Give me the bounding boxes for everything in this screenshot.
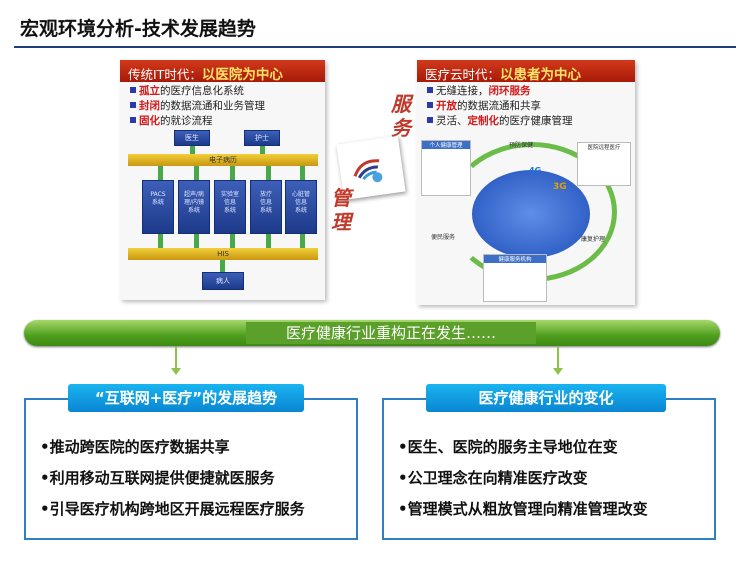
flow-arrow [300, 166, 305, 180]
network-4g-label: 4G [529, 166, 542, 175]
cardiac-system-box: 心脏管 信息 系统 [285, 180, 317, 234]
flow-arrow [194, 234, 199, 248]
cloud-logo-badge [336, 135, 406, 201]
doctor-box: 医生 [174, 130, 210, 146]
left-bullet: 孤立的医疗信息化系统 [130, 84, 265, 99]
service-label: 服务 [391, 92, 411, 140]
list-item: •医生、医院的服务主导地位在变 [398, 438, 618, 456]
flow-arrow [158, 166, 163, 180]
right-header-emphasis: 以患者为中心 [500, 67, 582, 83]
right-bullet: 无缝连接，闭环服务 [427, 84, 573, 99]
hospital-card: 医院远程医疗 [577, 142, 631, 186]
right-bullet: 灵活、定制化的医疗健康管理 [427, 114, 573, 129]
bullet-square-icon [130, 87, 136, 93]
lab-system-box: 实验室 信息 系统 [214, 180, 246, 234]
left-header-emphasis: 以医院为中心 [201, 67, 283, 83]
internet-medical-list: •推动跨医院的医疗数据共享 •利用移动互联网提供便捷就医服务 •引导医疗机构跨地… [40, 432, 305, 525]
left-bullet-list: 孤立的医疗信息化系统 封闭的数据流通和业务管理 固化的就诊流程 [130, 84, 265, 129]
banner-text: 医疗健康行业重构正在发生…… [246, 322, 536, 344]
industry-change-header: 医疗健康行业的变化 [426, 384, 666, 412]
prevention-label: 预防保健 [509, 142, 534, 149]
internet-medical-box [24, 398, 358, 540]
left-connector-line [175, 347, 177, 369]
pacs-system-box: PACS 系统 [142, 180, 174, 234]
nurse-box: 护士 [244, 130, 280, 146]
patient-centric-diagram: 个人健康管理 预防保健 医院远程医疗 4G 3G 便民服务 康复护理 健康服务机… [417, 132, 635, 304]
convenience-label: 便民服务 [431, 234, 456, 241]
bullet-square-icon [427, 87, 433, 93]
list-item: •管理模式从粗放管理向精准管理改变 [398, 500, 648, 518]
emr-bus: 电子病历 [128, 154, 318, 166]
flow-arrow [266, 234, 271, 248]
right-header-prefix: 医疗云时代： [425, 67, 501, 82]
list-item: •公卫理念在向精准医疗改变 [398, 469, 588, 487]
bullet-square-icon [130, 117, 136, 123]
industry-change-box [382, 398, 716, 540]
left-bullet: 封闭的数据流通和业务管理 [130, 99, 265, 114]
rehab-label: 康复护理 [581, 236, 606, 243]
right-bullet-list: 无缝连接，闭环服务 开放的数据流通和共享 灵活、定制化的医疗健康管理 [427, 84, 573, 129]
flow-arrow [194, 166, 199, 180]
patient-family-ellipse [472, 170, 590, 258]
down-arrow-icon [171, 368, 181, 375]
bullet-square-icon [427, 102, 433, 108]
personal-health-card: 个人健康管理 [421, 140, 471, 196]
flow-arrow [260, 146, 265, 154]
right-connector-line [557, 347, 559, 369]
flow-arrow [190, 146, 195, 154]
left-header-prefix: 传统IT时代： [128, 67, 202, 82]
hospital-system-diagram: 医生 护士 电子病历 PACS 系统 超声/病 理/内镜 系统 实验室 信息 系… [128, 130, 318, 294]
medical-cloud-panel: 医疗云时代：以患者为中心 无缝连接，闭环服务 开放的数据流通和共享 灵活、定制化… [417, 60, 635, 305]
page-title: 宏观环境分析-技术发展趋势 [20, 18, 256, 40]
list-item: •引导医疗机构跨地区开展远程医疗服务 [40, 500, 305, 518]
left-bullet: 固化的就诊流程 [130, 114, 265, 129]
bullet-square-icon [427, 117, 433, 123]
right-bullet: 开放的数据流通和共享 [427, 99, 573, 114]
flow-arrow [300, 234, 305, 248]
cloud-logo-icon [353, 159, 383, 183]
flow-arrow [220, 260, 225, 272]
down-arrow-icon [553, 368, 563, 375]
traditional-it-panel: 传统IT时代：以医院为中心 孤立的医疗信息化系统 封闭的数据流通和业务管理 固化… [120, 60, 325, 300]
left-panel-header: 传统IT时代：以医院为中心 [120, 60, 325, 83]
health-platform-card: 健康服务机构 [483, 254, 547, 302]
management-label: 管理 [331, 186, 351, 234]
radiotherapy-system-box: 放疗 信息 系统 [250, 180, 282, 234]
list-item: •利用移动互联网提供便捷就医服务 [40, 469, 275, 487]
flow-arrow [230, 234, 235, 248]
patient-box: 病人 [202, 272, 244, 290]
internet-medical-header: “互联网+医疗”的发展趋势 [68, 384, 304, 412]
flow-arrow [158, 234, 163, 248]
his-bus: HIS [128, 248, 318, 260]
flow-arrow [230, 166, 235, 180]
flow-arrow [266, 166, 271, 180]
title-divider [14, 46, 736, 48]
network-3g-label: 3G [553, 182, 567, 192]
list-item: •推动跨医院的医疗数据共享 [40, 438, 230, 456]
ultrasound-system-box: 超声/病 理/内镜 系统 [178, 180, 210, 234]
bullet-square-icon [130, 102, 136, 108]
industry-change-list: •医生、医院的服务主导地位在变 •公卫理念在向精准医疗改变 •管理模式从粗放管理… [398, 432, 648, 525]
right-panel-header: 医疗云时代：以患者为中心 [417, 60, 635, 83]
